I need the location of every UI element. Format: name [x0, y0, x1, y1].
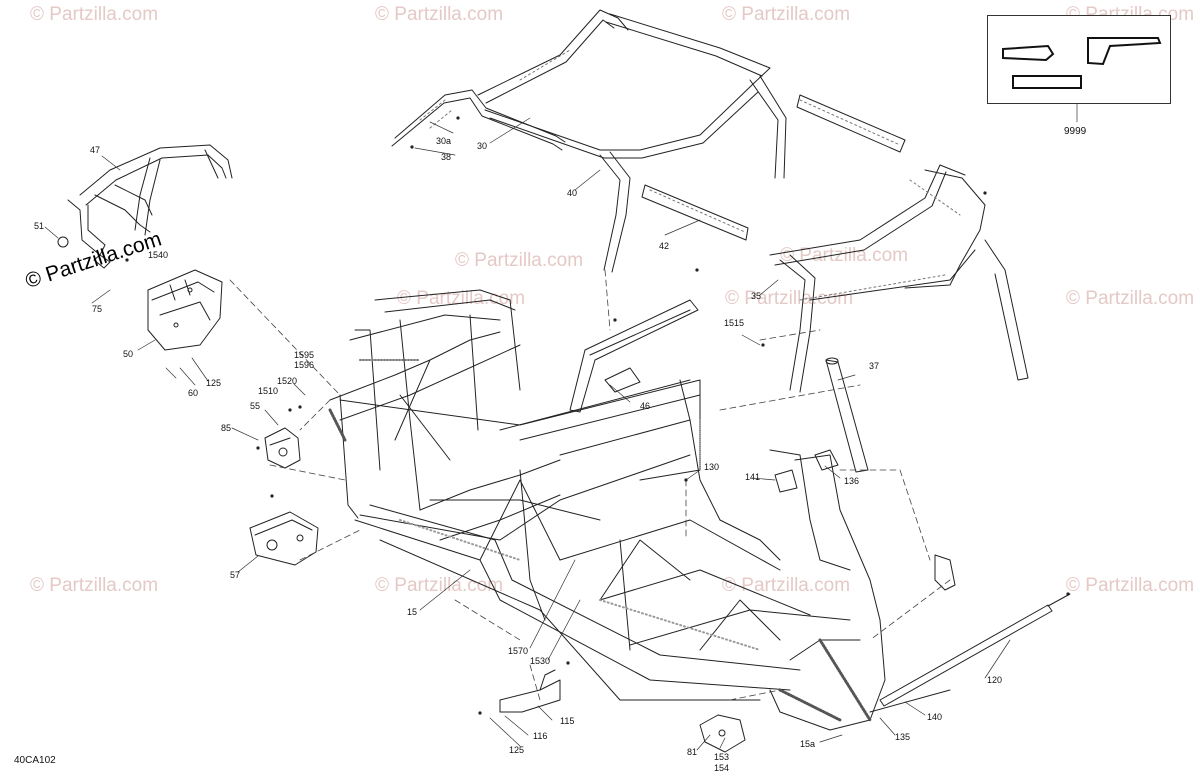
- callout-140: 140: [927, 712, 943, 722]
- bracket-115: [499, 669, 561, 713]
- callout-50: 50: [123, 349, 134, 359]
- callout-60: 60: [188, 388, 199, 398]
- callout-30: 30: [477, 141, 488, 151]
- watermark: © Partzilla.com: [780, 245, 909, 266]
- callout-125: 125: [509, 745, 525, 755]
- callout-46: 46: [640, 401, 651, 411]
- callout-47: 47: [90, 145, 101, 155]
- callout-15: 15: [407, 607, 418, 617]
- callout-1595: 1595: [294, 350, 315, 360]
- watermark: © Partzilla.com: [30, 4, 159, 25]
- callout-57: 57: [230, 570, 241, 580]
- callout-1540: 1540: [148, 250, 169, 260]
- callout-120: 120: [987, 675, 1003, 685]
- callout-115: 115: [560, 716, 575, 726]
- callout-1520: 1520: [277, 376, 298, 386]
- bracket-136: [814, 449, 839, 471]
- bracket-81: [699, 714, 746, 753]
- watermark: © Partzilla.com: [1066, 575, 1195, 596]
- bracket-50: [147, 269, 223, 351]
- bar-37: [825, 359, 869, 473]
- inset-decal-box: [987, 15, 1171, 104]
- watermark: © Partzilla.com: [722, 575, 851, 596]
- bar-120: [879, 593, 1071, 707]
- watermark: © Partzilla.com: [397, 288, 526, 309]
- mount-57: [249, 511, 319, 566]
- bracket-141: [774, 469, 798, 493]
- callout-1596: 1596: [294, 360, 315, 370]
- callout-154: 154: [714, 763, 730, 773]
- callout-130: 130: [704, 462, 720, 472]
- main-frame: [328, 289, 886, 731]
- callout-153: 153: [714, 752, 730, 762]
- watermark: © Partzilla.com: [725, 288, 854, 309]
- callout-1530: 1530: [530, 656, 551, 666]
- callout-40: 40: [567, 188, 578, 198]
- diagram-code: 40CA102: [14, 755, 56, 766]
- callout-116: 116: [533, 731, 548, 741]
- callout-42: 42: [659, 241, 670, 251]
- callout-35: 35: [751, 291, 762, 301]
- watermark: © Partzilla.com: [30, 575, 159, 596]
- callout-141: 141: [745, 472, 761, 482]
- callout-9999: 9999: [1064, 126, 1087, 137]
- roof-cage: [391, 9, 1029, 393]
- callout-37: 37: [869, 361, 880, 371]
- callout-1515: 1515: [724, 318, 745, 328]
- callout-125: 125: [206, 378, 222, 388]
- callout-55: 55: [250, 401, 261, 411]
- callout-15a: 15a: [800, 739, 816, 749]
- callout-1570: 1570: [508, 646, 529, 656]
- callout-1510: 1510: [258, 386, 279, 396]
- callout-136: 136: [844, 476, 860, 486]
- callout-51: 51: [34, 221, 45, 231]
- watermark: © Partzilla.com: [722, 4, 851, 25]
- callout-81: 81: [687, 747, 698, 757]
- watermark: © Partzilla.com: [1066, 288, 1195, 309]
- watermark: © Partzilla.com: [375, 4, 504, 25]
- callout-135: 135: [895, 732, 911, 742]
- callout-38: 38: [441, 152, 452, 162]
- watermark: © Partzilla.com: [455, 250, 584, 271]
- bar-135: [869, 689, 951, 713]
- decal-shapes: [1002, 37, 1162, 89]
- bracket-right: [934, 554, 956, 591]
- bracket-46: [569, 299, 699, 413]
- mount-55: [264, 427, 301, 469]
- callout-30a: 30a: [436, 136, 452, 146]
- callout-85: 85: [221, 423, 232, 433]
- front-bumper: [57, 144, 233, 269]
- callout-75: 75: [92, 304, 103, 314]
